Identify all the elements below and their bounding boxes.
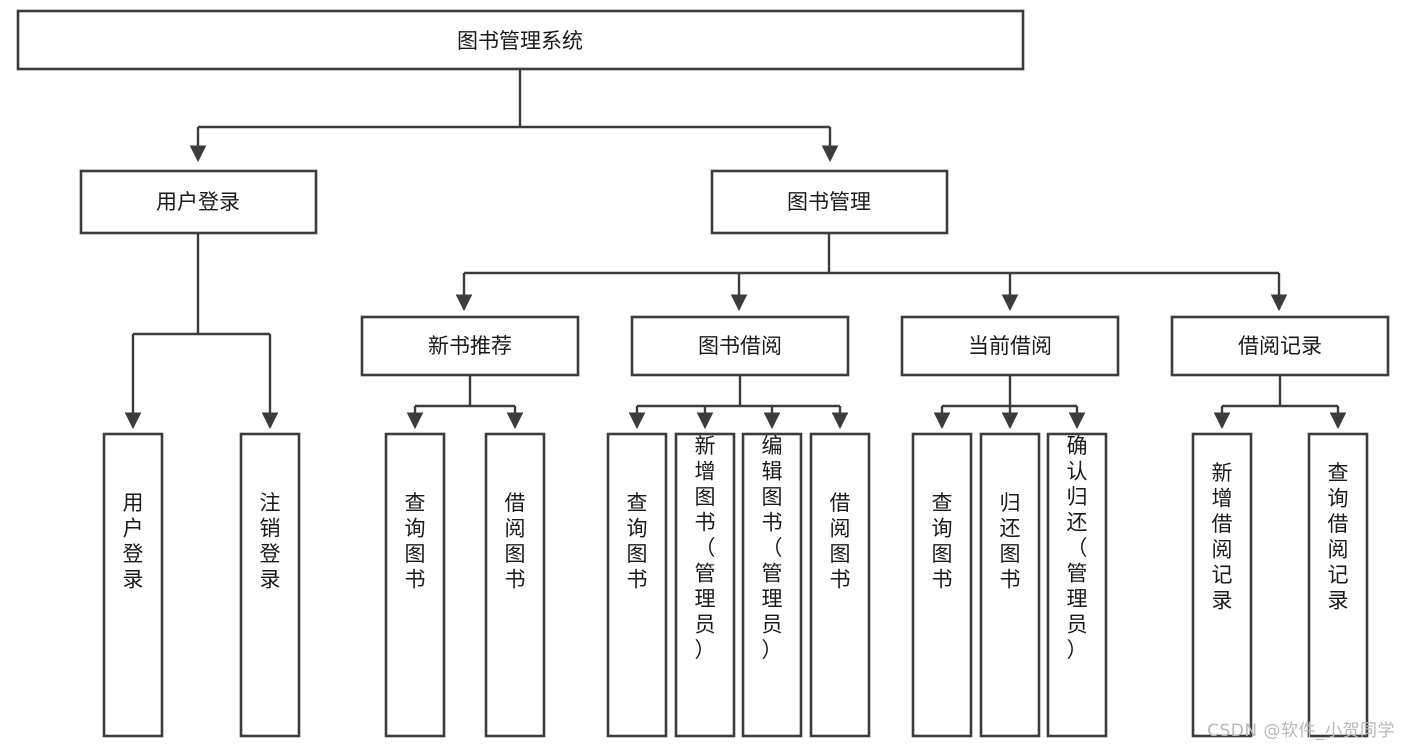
connector-borrow-record-to-leaves — [1213, 375, 1347, 430]
connector-book-borrow-to-leaves — [628, 375, 849, 430]
leaf-label: 归还图书 — [1000, 491, 1021, 592]
leaf-box — [979, 432, 1041, 738]
book-management-label: 图书管理 — [787, 190, 871, 214]
book-borrow-label: 图书借阅 — [698, 334, 782, 358]
leaf-label: 新增借阅记录 — [1212, 461, 1233, 613]
connector-book-management-to-level3 — [455, 233, 1288, 312]
root-label: 图书管理系统 — [457, 29, 583, 53]
leaf-box — [484, 432, 546, 738]
node-book-management[interactable]: 图书管理 — [710, 169, 949, 235]
leaf-box — [102, 432, 164, 738]
node-user-login[interactable]: 用户登录 — [79, 169, 318, 235]
current-borrow-label: 当前借阅 — [968, 334, 1052, 358]
connector-user-login-to-leaves — [124, 233, 279, 430]
leaf-label: 查询图书 — [932, 491, 953, 592]
leaf-box — [1046, 432, 1108, 738]
leaf-borrow-book-bb[interactable]: 借阅图书 — [809, 432, 871, 738]
connector-root-to-level2 — [189, 69, 839, 163]
leaf-box — [809, 432, 871, 738]
book-borrow-box — [630, 315, 850, 377]
leaf-query-book-cb[interactable]: 查询图书 — [911, 432, 973, 738]
leaf-box — [674, 432, 736, 738]
leaf-return-book[interactable]: 归还图书 — [979, 432, 1041, 738]
leaf-borrow-book-nbr[interactable]: 借阅图书 — [484, 432, 546, 738]
leaf-label: 借阅图书 — [830, 491, 851, 592]
connector-new-book-recommend-to-leaves — [406, 375, 524, 430]
borrow-record-label: 借阅记录 — [1238, 334, 1322, 358]
leaf-label: 借阅图书 — [505, 491, 526, 592]
connector-current-borrow-to-leaves — [933, 375, 1086, 430]
leaf-box — [1191, 432, 1253, 738]
node-book-borrow[interactable]: 图书借阅 — [630, 315, 850, 377]
node-root[interactable]: 图书管理系统 — [16, 9, 1025, 71]
leaf-label: 注销登录 — [260, 491, 281, 592]
new-book-recommend-label: 新书推荐 — [428, 334, 512, 358]
borrow-record-box — [1170, 315, 1390, 377]
leaf-box — [741, 432, 803, 738]
leaf-add-book-admin[interactable]: 新增图书（管理员） — [674, 432, 736, 738]
leaf-query-borrow-record[interactable]: 查询借阅记录 — [1307, 432, 1369, 738]
leaf-box — [911, 432, 973, 738]
node-borrow-record[interactable]: 借阅记录 — [1170, 315, 1390, 377]
current-borrow-box — [900, 315, 1120, 377]
leaf-label: 查询图书 — [627, 491, 648, 592]
user-login-label: 用户登录 — [156, 190, 240, 214]
leaf-box — [606, 432, 668, 738]
root-box — [16, 9, 1025, 71]
leaf-query-book-bb[interactable]: 查询图书 — [606, 432, 668, 738]
leaf-label: 查询图书 — [405, 491, 426, 592]
leaf-label: 确认归还（管理员） — [1067, 434, 1088, 662]
leaf-label: 用户登录 — [123, 491, 144, 592]
leaf-query-book-nbr[interactable]: 查询图书 — [384, 432, 446, 738]
leaf-edit-book-admin[interactable]: 编辑图书（管理员） — [741, 432, 803, 738]
leaf-box — [1307, 432, 1369, 738]
new-book-recommend-box — [360, 315, 580, 377]
leaf-add-borrow-record[interactable]: 新增借阅记录 — [1191, 432, 1253, 738]
leaf-label: 查询借阅记录 — [1328, 461, 1349, 613]
leaf-box — [384, 432, 446, 738]
leaf-box — [239, 432, 301, 738]
node-current-borrow[interactable]: 当前借阅 — [900, 315, 1120, 377]
leaf-label: 新增图书（管理员） — [695, 434, 716, 662]
leaf-user-login[interactable]: 用户登录 — [102, 432, 164, 738]
leaf-label: 编辑图书（管理员） — [762, 434, 783, 662]
leaf-logout[interactable]: 注销登录 — [239, 432, 301, 738]
node-new-book-recommend[interactable]: 新书推荐 — [360, 315, 580, 377]
leaf-confirm-return-admin[interactable]: 确认归还（管理员） — [1046, 432, 1108, 738]
book-management-box — [710, 169, 949, 235]
